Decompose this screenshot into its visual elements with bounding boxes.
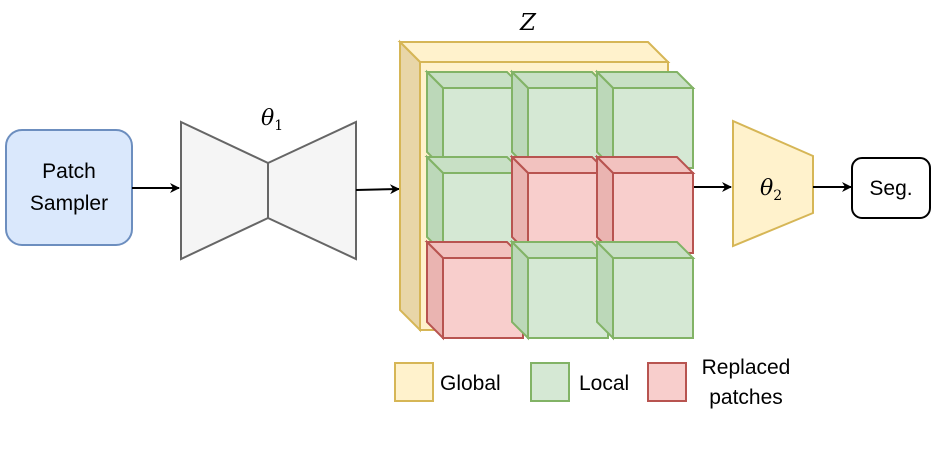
patch-sampler-node: Patch Sampler: [5, 129, 133, 246]
replaced-patch-cube: [424, 239, 526, 341]
encoder-shape: [180, 120, 269, 261]
replaced-patch-cube: [509, 154, 611, 256]
segmentation-output-node: Seg.: [851, 157, 931, 219]
legend-global-swatch: [394, 362, 434, 402]
local-patch-cube: [509, 69, 611, 171]
patch-sampler-label-line1: Patch: [42, 160, 96, 183]
legend-replaced-swatch: [647, 362, 687, 402]
legend-global-label: Global: [440, 372, 501, 395]
legend-replaced-label-line2: patches: [709, 386, 783, 409]
patch-sampler-label-line2: Sampler: [30, 192, 108, 215]
legend: Global Local Replaced patches: [394, 356, 791, 409]
theta1-label: θ1: [261, 106, 283, 134]
output-label: Seg.: [869, 177, 912, 200]
arrow-network-to-latent: [355, 184, 400, 195]
latent-z-label: Z: [519, 10, 537, 36]
segmentation-head: θ2: [732, 119, 814, 248]
encoder-decoder-network: θ1: [180, 106, 357, 261]
replaced-patch-cube: [594, 154, 696, 256]
decoder-shape: [267, 120, 357, 261]
legend-local-label: Local: [579, 372, 629, 395]
patch-grid: [424, 69, 696, 341]
theta2-label: θ2: [760, 176, 782, 204]
legend-replaced-label-line1: Replaced: [702, 356, 791, 379]
local-patch-cube: [424, 69, 526, 171]
local-patch-cube: [594, 239, 696, 341]
legend-local-swatch: [530, 362, 570, 402]
local-patch-cube: [509, 239, 611, 341]
local-patch-cube: [594, 69, 696, 171]
local-patch-cube: [424, 154, 526, 256]
